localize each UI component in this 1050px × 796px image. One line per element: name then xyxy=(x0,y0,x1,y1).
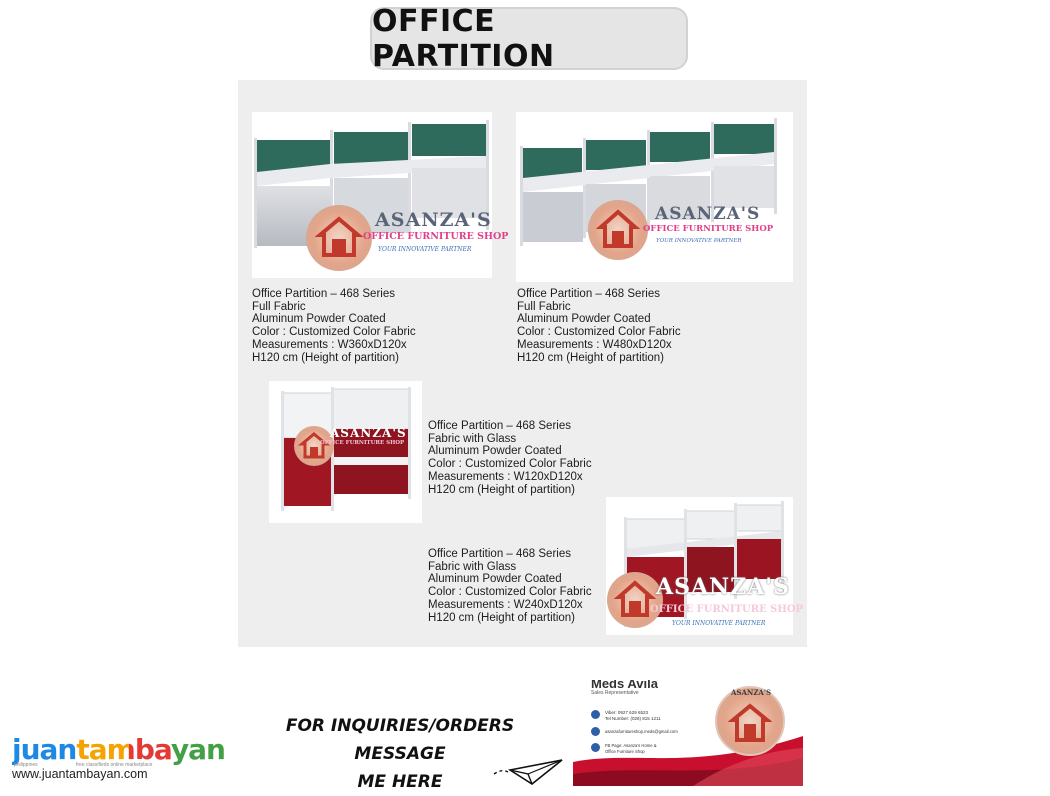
cta-line-1: FOR INQUIRIES/ORDERS MESSAGE xyxy=(285,716,515,764)
product-image-2 xyxy=(516,112,793,282)
inquiry-cta: FOR INQUIRIES/ORDERS MESSAGE ME HERE xyxy=(255,712,545,796)
facebook-icon xyxy=(591,743,600,752)
product-image-3 xyxy=(269,381,422,523)
page-title: OFFICE PARTITION xyxy=(372,3,555,74)
brand-subtitle-1: OFFICE FURNITURE SHOP xyxy=(363,231,509,242)
brand-tagline-1: YOUR INNOVATIVE PARTNER xyxy=(378,246,472,253)
mail-icon xyxy=(591,727,600,736)
spec-line: Full Fabric xyxy=(252,300,306,313)
product-image-4 xyxy=(606,497,793,635)
business-card: Meds Avila Sales Representative Viber: 0… xyxy=(573,680,803,786)
spec-line: Aluminum Powder Coated xyxy=(252,313,386,326)
brand-logo-1 xyxy=(306,205,372,271)
brand-logo-4 xyxy=(607,572,663,628)
spec-line: Color : Customized Color Fabric xyxy=(428,458,592,471)
card-logo xyxy=(715,686,785,756)
product-specs-3: Office Partition – 468 Series Fabric wit… xyxy=(428,420,592,496)
spec-line: Color : Customized Color Fabric xyxy=(517,326,681,339)
phone-icon xyxy=(591,710,600,719)
brand-logo-2 xyxy=(588,200,648,260)
card-name: Meds Avila xyxy=(591,680,658,691)
title-banner: OFFICE PARTITION xyxy=(370,4,688,74)
brand-tagline-4: YOUR INNOVATIVE PARTNER xyxy=(672,620,766,627)
brand-subtitle-3: OFFICE FURNITURE SHOP xyxy=(320,440,405,446)
spec-line: Measurements : W360xD120x xyxy=(252,338,407,351)
watermark-brand: juantambayan xyxy=(12,733,226,766)
spec-line: H120 cm (Height of partition) xyxy=(428,611,576,624)
spec-line: Fabric with Glass xyxy=(428,560,517,573)
spec-line: Measurements : W480xD120x xyxy=(517,338,672,351)
brand-name-3: ASANZA'S xyxy=(330,426,407,440)
card-fb: FB Page: Asanza's Home & Office Furnitur… xyxy=(605,743,657,754)
spec-line: Office Partition – 468 Series xyxy=(428,420,571,432)
paper-plane-icon xyxy=(493,759,563,785)
spec-line: Office Partition – 468 Series xyxy=(252,288,395,300)
spec-line: H120 cm (Height of partition) xyxy=(428,483,576,496)
brand-name-1: ASANZA'S xyxy=(375,209,492,231)
brand-name-2: ASANZA'S xyxy=(655,204,761,224)
watermark-left-small: philippines xyxy=(14,762,38,768)
product-specs-1: Office Partition – 468 Series Full Fabri… xyxy=(252,288,416,364)
brand-name-4: ASANZA'S xyxy=(656,574,790,600)
spec-line: Aluminum Powder Coated xyxy=(428,445,562,458)
spec-line: Office Partition – 468 Series xyxy=(428,548,571,560)
brand-subtitle-2: OFFICE FURNITURE SHOP xyxy=(643,224,774,234)
juantambayan-watermark: juantambayan philippines free classified… xyxy=(6,733,226,783)
spec-line: Measurements : W240xD120x xyxy=(428,598,583,611)
card-tel: Tel Number: (028) 815 1211 xyxy=(605,716,661,721)
spec-line: H120 cm (Height of partition) xyxy=(517,351,665,364)
spec-line: Color : Customized Color Fabric xyxy=(428,586,592,599)
brand-subtitle-4: OFFICE FURNITURE SHOP xyxy=(650,604,804,615)
spec-line: Color : Customized Color Fabric xyxy=(252,326,416,339)
spec-line: Measurements : W120xD120x xyxy=(428,470,583,483)
product-specs-4: Office Partition – 468 Series Fabric wit… xyxy=(428,548,592,624)
watermark-right-small: free classifieds online marketplace xyxy=(76,762,153,768)
spec-line: H120 cm (Height of partition) xyxy=(252,351,400,364)
brand-logo-3 xyxy=(294,426,334,466)
spec-line: Aluminum Powder Coated xyxy=(517,313,651,326)
cta-line-2: ME HERE xyxy=(357,772,443,792)
card-viber: Viber: 0927 629 6523 xyxy=(605,710,648,715)
spec-line: Fabric with Glass xyxy=(428,432,517,445)
watermark-url: www.juantambayan.com xyxy=(12,767,148,781)
card-role: Sales Representative xyxy=(591,690,639,696)
product-specs-2: Office Partition – 468 Series Full Fabri… xyxy=(517,288,681,364)
brand-tagline-2: YOUR INNOVATIVE PARTNER xyxy=(656,238,742,244)
product-image-1 xyxy=(252,112,492,278)
card-email: asanzafurnitureshop.meds@gmail.com xyxy=(605,729,678,734)
spec-line: Aluminum Powder Coated xyxy=(428,573,562,586)
card-logo-text: ASANZA'S xyxy=(731,688,772,697)
spec-line: Full Fabric xyxy=(517,300,571,313)
spec-line: Office Partition – 468 Series xyxy=(517,288,660,300)
